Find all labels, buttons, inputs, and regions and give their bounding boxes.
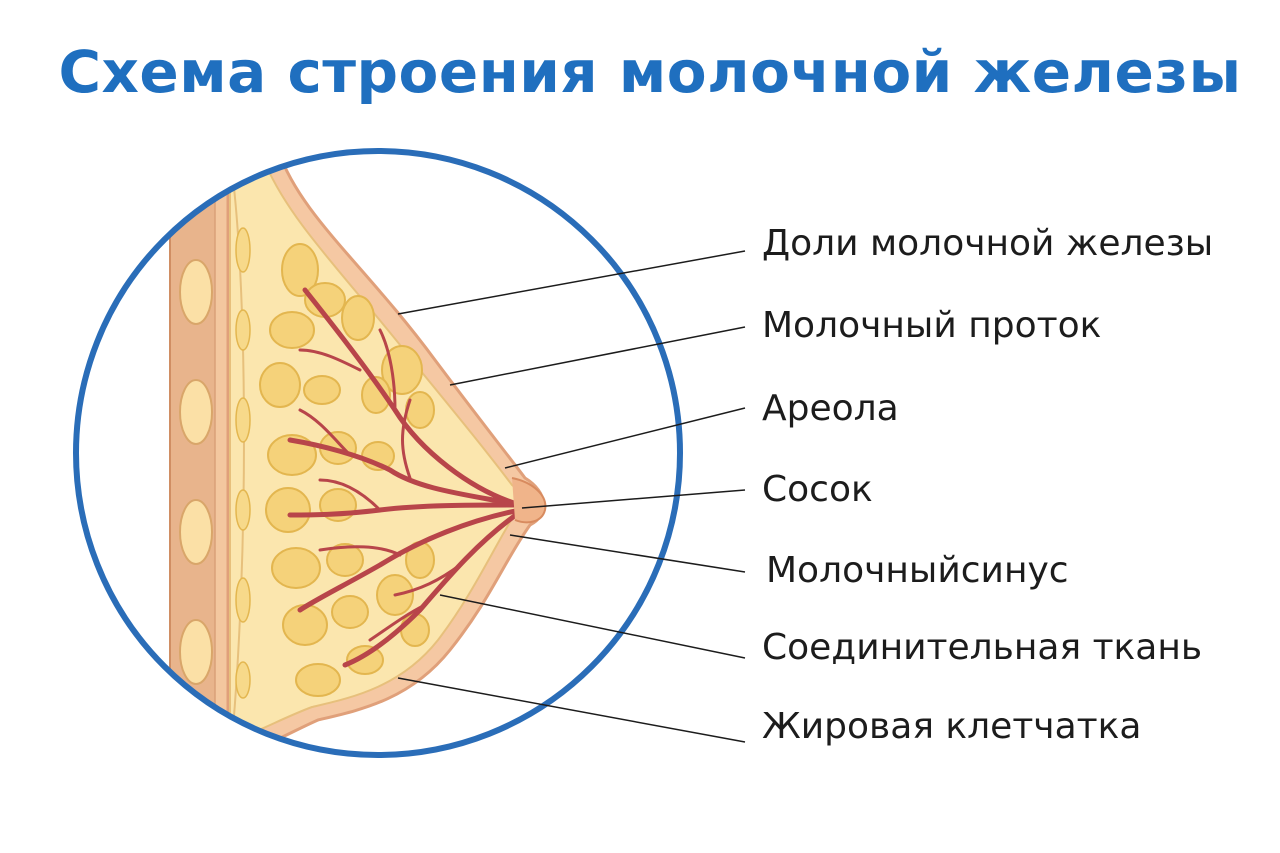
label-milk-sinus: Молочныйсинус bbox=[766, 550, 1069, 591]
label-lobes: Доли молочной железы bbox=[762, 223, 1214, 264]
diagram-circle-frame bbox=[73, 148, 683, 758]
leader-line-lobes bbox=[397, 250, 746, 315]
diagram-title: Схема строения молочной железы bbox=[58, 38, 1242, 106]
anatomy-illustration bbox=[169, 151, 547, 755]
label-areola: Ареола bbox=[762, 388, 899, 429]
leader-lines bbox=[397, 250, 746, 743]
label-nipple: Сосок bbox=[762, 469, 873, 510]
label-fat-tissue: Жировая клетчатка bbox=[762, 706, 1142, 747]
leader-line-fat bbox=[397, 677, 746, 743]
leader-line-sinus bbox=[509, 534, 746, 573]
rib-cross-sections bbox=[179, 259, 213, 685]
label-connective-tissue: Соединительная ткань bbox=[762, 627, 1203, 668]
milk-ducts bbox=[287, 287, 523, 668]
nipple bbox=[511, 477, 547, 524]
leader-line-duct bbox=[449, 326, 746, 386]
leader-line-areola bbox=[504, 407, 746, 469]
retromammary-fat-lobules bbox=[235, 227, 251, 699]
leader-line-connective bbox=[439, 594, 746, 659]
label-milk-duct: Молочный проток bbox=[762, 305, 1102, 346]
leader-line-nipple bbox=[521, 489, 746, 509]
